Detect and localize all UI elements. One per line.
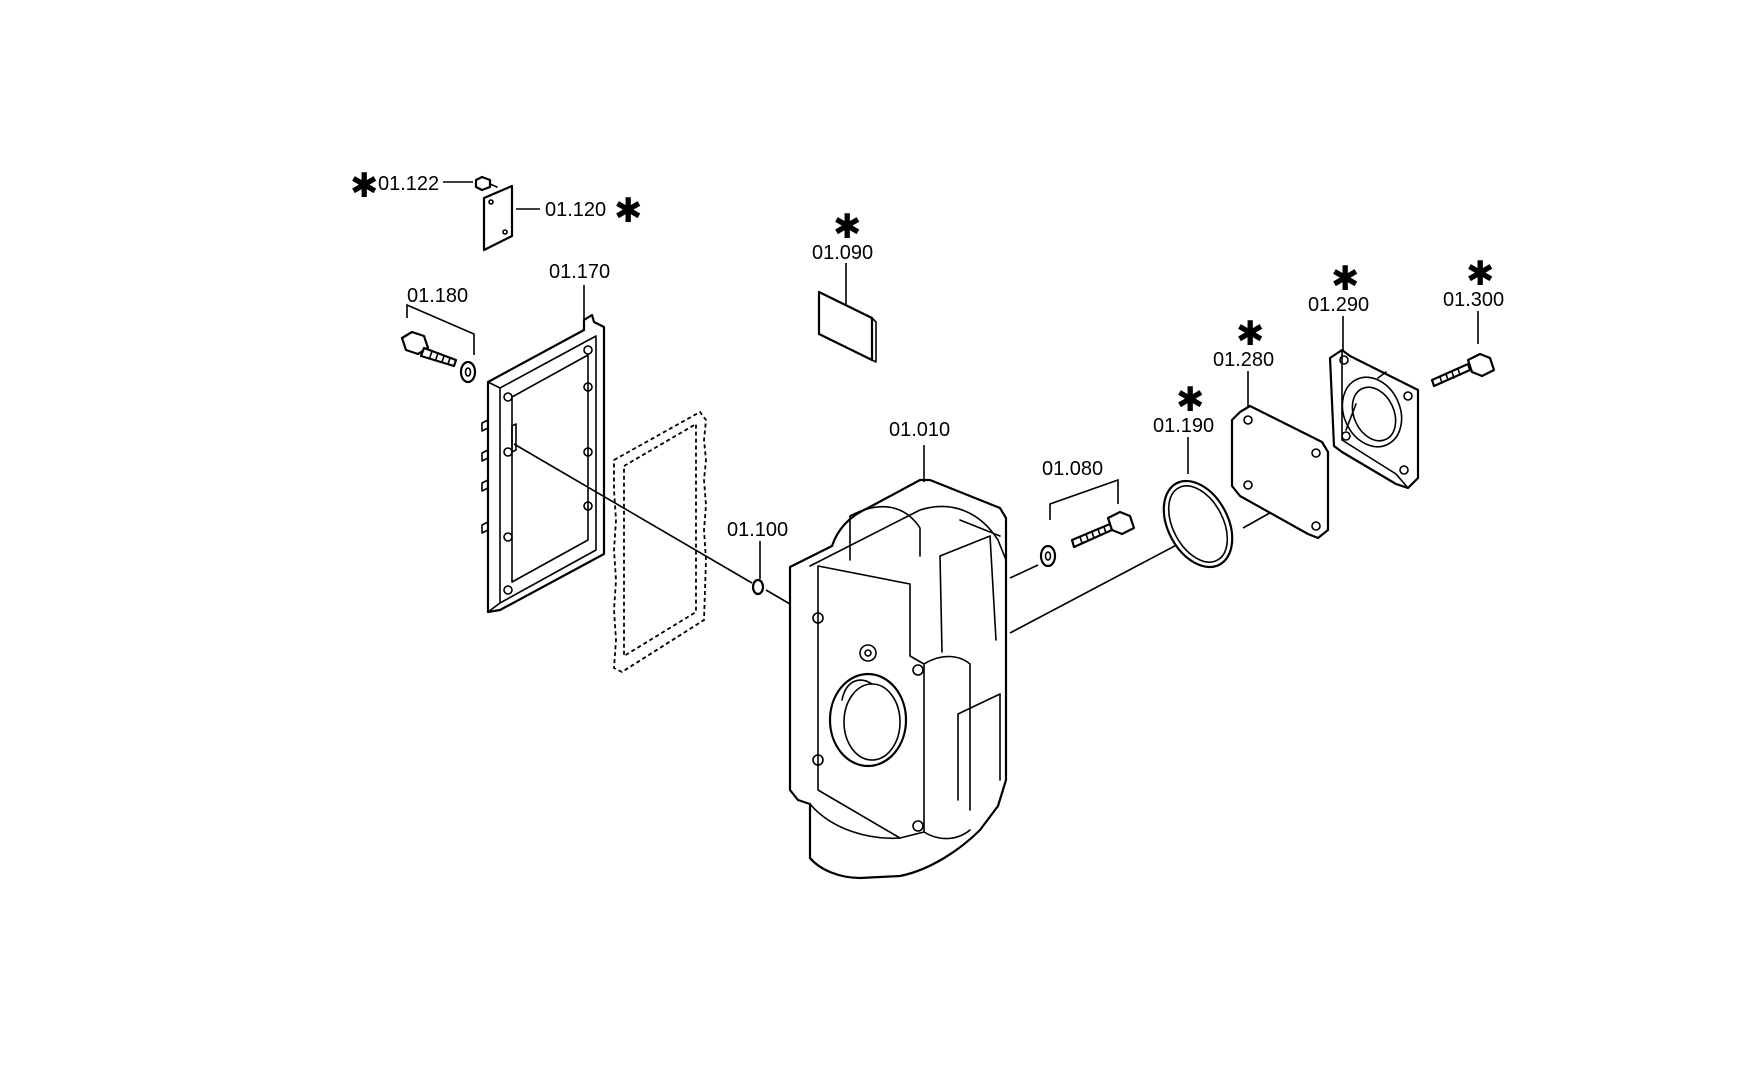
label-01100: 01.100: [727, 519, 788, 541]
asterisk-01120: ✱: [614, 191, 643, 231]
asterisk-01122: ✱: [350, 166, 379, 206]
label-01010: 01.010: [889, 419, 950, 441]
part-01080-bolt: [1039, 510, 1136, 568]
asterisk-01280: ✱: [1236, 314, 1265, 354]
part-01122-screw: [474, 175, 498, 192]
label-01290: 01.290: [1308, 294, 1369, 316]
asterisk-01290: ✱: [1331, 259, 1360, 299]
label-01090: 01.090: [812, 242, 873, 264]
part-01280-gasket: [1230, 404, 1330, 540]
part-01120-plate: [482, 184, 514, 252]
label-01120: 01.120: [545, 199, 606, 221]
part-01190-o-ring: [1162, 479, 1234, 569]
part-01090-label-plate: [817, 290, 877, 363]
label-01080: 01.080: [1042, 458, 1103, 480]
asterisk-01190: ✱: [1176, 380, 1205, 420]
label-01180: 01.180: [407, 285, 468, 307]
label-01190: 01.190: [1153, 415, 1214, 437]
asterisk-01090: ✱: [833, 207, 862, 247]
label-01300: 01.300: [1443, 289, 1504, 311]
part-01010-housing: [788, 478, 1008, 880]
label-01280: 01.280: [1213, 349, 1274, 371]
part-01100-small-ring: [751, 578, 765, 596]
part-01300-bolt: [1430, 352, 1496, 388]
label-01122: 01.122: [378, 173, 439, 195]
part-01290-flange: [1328, 348, 1420, 490]
part-01180-bolt: [400, 330, 477, 384]
label-01170: 01.170: [549, 261, 610, 283]
asterisk-01300: ✱: [1466, 254, 1495, 294]
gasket-dashed: [613, 410, 707, 674]
part-01170-cover: [481, 313, 606, 614]
